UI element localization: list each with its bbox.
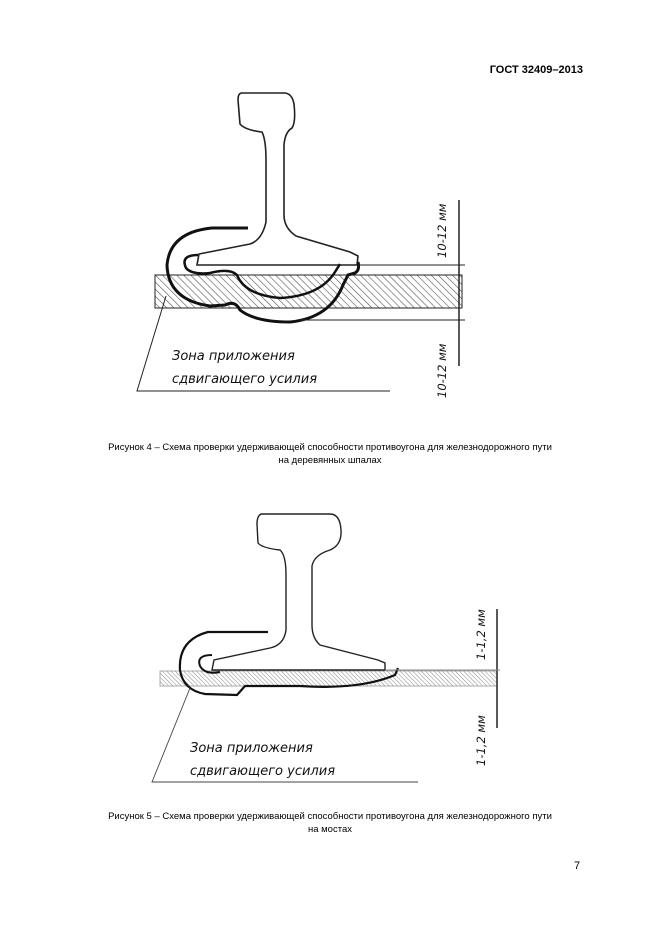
dimension-label: 10-12 мм: [435, 343, 449, 398]
anti-creeper-clamp: [165, 226, 361, 324]
figure-5-caption: Рисунок 5 – Схема проверки удерживающей …: [30, 810, 630, 836]
caption-line: на мостах: [307, 824, 352, 835]
page-number: 7: [574, 860, 581, 872]
rail-profile: [196, 92, 359, 266]
figure-5-diagram: Зона приложения сдвигающего усилия 1-1,2…: [151, 513, 500, 783]
zone-label: Зона приложения: [190, 741, 313, 756]
caption-line: Рисунок 5 – Схема проверки удерживающей …: [108, 811, 552, 822]
zone-label: сдвигающего усилия: [190, 764, 335, 779]
anti-creeper-clamp: [178, 630, 400, 697]
standard-header: ГОСТ 32409–2013: [489, 64, 583, 76]
zone-label: сдвигающего усилия: [172, 372, 317, 387]
figure-4-diagram: Зона приложения сдвигающего усилия 10-12…: [136, 92, 465, 398]
dimension-label: 1-1,2 мм: [474, 715, 488, 766]
figure-4-caption: Рисунок 4 – Схема проверки удерживающей …: [30, 441, 630, 467]
force-zone-leader: [136, 295, 390, 392]
caption-line: Рисунок 4 – Схема проверки удерживающей …: [108, 442, 552, 453]
dimension-label: 10-12 мм: [435, 203, 449, 258]
force-zone-leader: [151, 687, 418, 783]
rail-profile: [211, 513, 386, 671]
zone-label: Зона приложения: [172, 349, 295, 364]
dimension-label: 1-1,2 мм: [474, 609, 488, 660]
caption-line: на деревянных шпалах: [278, 455, 382, 466]
